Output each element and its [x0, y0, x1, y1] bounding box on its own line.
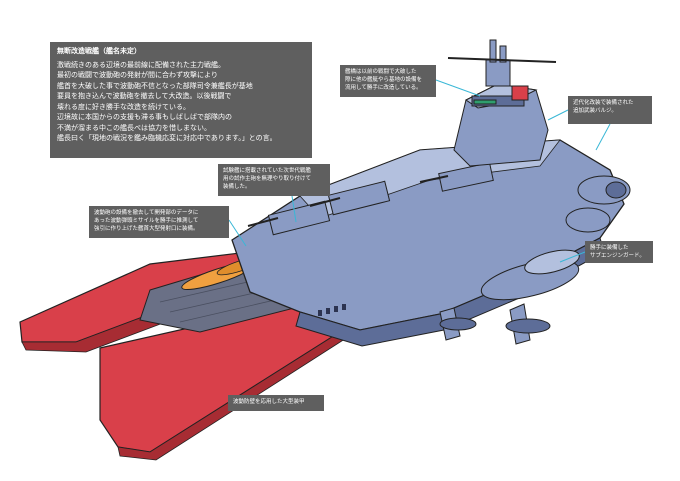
bridge-tower [447, 39, 557, 167]
description-line: 不満が溜まる中この艦長ぺは協力を惜しまない。 [57, 123, 211, 132]
annotation-sensor-bulge: 近代化改装で装備された 追加武装バルジ。 [568, 96, 652, 124]
description-line: 艦首を大破した事で波動砲不信となった部隊司令兼艦長が基地 [57, 81, 253, 90]
description-line: 要員を抱き込んで波動砲を撤去して大改造。以後戦闘で [57, 92, 232, 100]
annotation-line: 波動砲の設備を撤去して開発部のデータに [94, 210, 199, 216]
ship-title: 無断改造戦艦（艦名未定） [57, 47, 141, 55]
annotation-line: 用の試作主砲を無理やり取り付けて [223, 176, 312, 182]
annotation-line: 際に他の艦艇やら基地の設備を [345, 77, 423, 83]
annotation-line: 近代化改装で装備された [573, 100, 634, 106]
annotation-bridge: 艦橋は以前の戦闘で大破した 際に他の艦艇やら基地の設備を 流用して勝手に改造して… [340, 65, 436, 97]
annotation-line: 追加武装バルジ。 [573, 108, 617, 114]
main-turrets [247, 162, 494, 236]
rear-engines [565, 175, 631, 233]
annotation-line: 流用して勝手に改造している。 [345, 85, 422, 91]
annotation-line: 波動防壁を応用した大型装甲 [233, 399, 305, 405]
annotation-main-gun: 試験艦に搭載されていた次世代戦艦 用の試作主砲を無理やり取り付けて 装備した。 [218, 164, 330, 196]
annotation-sub-engine-guard: 勝手に装備した サブエンジンガード。 [585, 241, 653, 263]
annotation-line: あった波動弾頭ミサイルを勝手に推測して [94, 218, 199, 224]
annotation-line: 強引に作り上げた艦首大型発射口に装備。 [94, 226, 199, 232]
hull-windows [318, 304, 346, 316]
annotation-line: サブエンジンガード。 [590, 253, 645, 259]
annotation-line: 勝手に装備した [590, 245, 629, 251]
description-line: 壊れる度に好き勝手な改造を続けている。 [57, 102, 190, 111]
annotation-line: 装備した。 [223, 184, 251, 190]
annotation-leaders [228, 79, 611, 263]
description-line: 辺境故に本国からの支援も滞る事もしばしばで部隊内の [57, 113, 232, 121]
annotation-missile-bay: 波動砲の設備を撤去して開発部のデータに あった波動弾頭ミサイルを勝手に推測して … [89, 206, 229, 238]
description-line: 最初の戦闘で波動砲の発射が間に合わず攻撃により [57, 71, 218, 79]
annotation-line: 艦橋は以前の戦闘で大破した [345, 69, 417, 75]
description-line: 激戦続きのある辺境の最前線に配備された主力戦艦。 [57, 60, 225, 69]
sub-engine-pods [439, 249, 580, 345]
annotation-line: 試験艦に搭載されていた次世代戦艦 [223, 168, 311, 174]
annotation-armor: 波動防壁を応用した大型装甲 [228, 395, 324, 411]
description-line: 艦長曰く「現地の戦況を鑑み臨機応変に対応中であります。」との言。 [57, 134, 277, 142]
title-description-panel: 無断改造戦艦（艦名未定） 激戦続きのある辺境の最前線に配備された主力戦艦。 最初… [50, 42, 312, 158]
